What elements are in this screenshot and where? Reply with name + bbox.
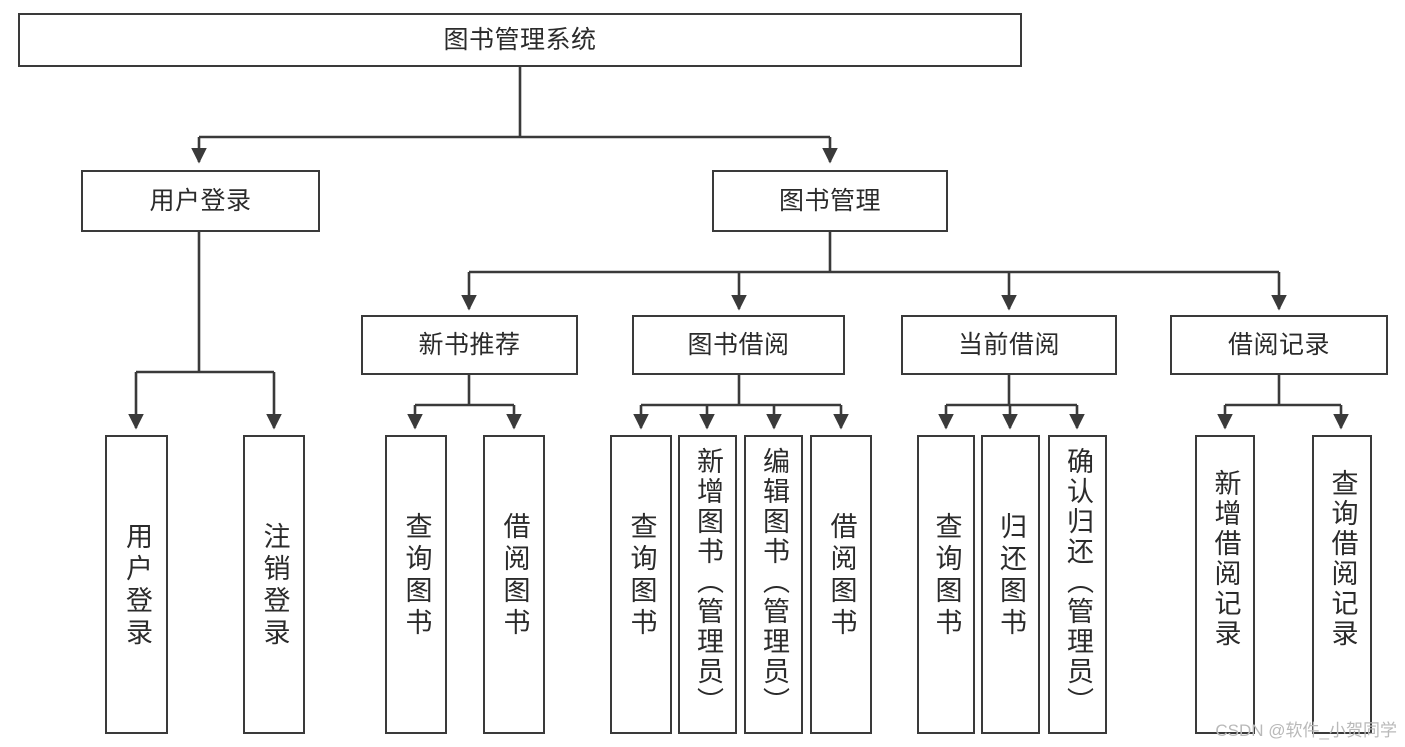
node-label: 查询借阅记录	[1327, 469, 1358, 649]
leaf-edit-book-admin[interactable]: 编辑图书（管理员）	[744, 435, 803, 734]
node-label: 借阅图书	[826, 512, 857, 640]
node-label: 当前借阅	[957, 330, 1060, 359]
leaf-confirm-return-admin[interactable]: 确认归还（管理员）	[1048, 435, 1107, 734]
leaf-query-book-recommend[interactable]: 查询图书	[385, 435, 447, 734]
node-borrow-record[interactable]: 借阅记录	[1170, 315, 1388, 375]
leaf-add-borrow-record[interactable]: 新增借阅记录	[1195, 435, 1255, 734]
node-label: 查询图书	[931, 512, 962, 640]
node-label: 归还图书	[996, 512, 1026, 640]
leaf-return-book[interactable]: 归还图书	[981, 435, 1040, 734]
leaf-query-book-borrow[interactable]: 查询图书	[610, 435, 672, 734]
leaf-borrow-book-recommend[interactable]: 借阅图书	[483, 435, 545, 734]
node-label: 新书推荐	[418, 330, 521, 359]
leaf-query-borrow-record[interactable]: 查询借阅记录	[1312, 435, 1372, 734]
node-new-book-recommend[interactable]: 新书推荐	[361, 315, 578, 375]
node-label: 确认归还（管理员）	[1063, 447, 1093, 717]
node-label: 查询图书	[401, 512, 432, 640]
node-label: 图书管理	[778, 186, 881, 215]
leaf-user-login[interactable]: 用户登录	[105, 435, 168, 734]
node-user-login[interactable]: 用户登录	[81, 170, 320, 232]
node-current-borrow[interactable]: 当前借阅	[901, 315, 1117, 375]
leaf-add-book-admin[interactable]: 新增图书（管理员）	[678, 435, 737, 734]
leaf-borrow-book-borrow[interactable]: 借阅图书	[810, 435, 872, 734]
node-label: 借阅图书	[499, 512, 530, 640]
node-label: 新增图书（管理员）	[693, 447, 723, 717]
csdn-watermark: CSDN @软件_小贺同学	[1215, 721, 1397, 740]
node-label: 借阅记录	[1227, 330, 1330, 359]
node-label: 图书管理系统	[443, 25, 597, 54]
node-label: 用户登录	[122, 522, 152, 650]
leaf-query-book-current[interactable]: 查询图书	[917, 435, 975, 734]
node-root-book-management-system[interactable]: 图书管理系统	[18, 13, 1022, 67]
leaf-logout-login[interactable]: 注销登录	[243, 435, 305, 734]
node-label: 编辑图书（管理员）	[759, 447, 789, 717]
node-label: 注销登录	[259, 522, 290, 650]
node-book-borrow[interactable]: 图书借阅	[632, 315, 845, 375]
node-book-management[interactable]: 图书管理	[712, 170, 948, 232]
node-label: 新增借阅记录	[1210, 469, 1241, 649]
node-label: 图书借阅	[687, 330, 790, 359]
node-label: 查询图书	[626, 512, 657, 640]
node-label: 用户登录	[149, 186, 252, 215]
